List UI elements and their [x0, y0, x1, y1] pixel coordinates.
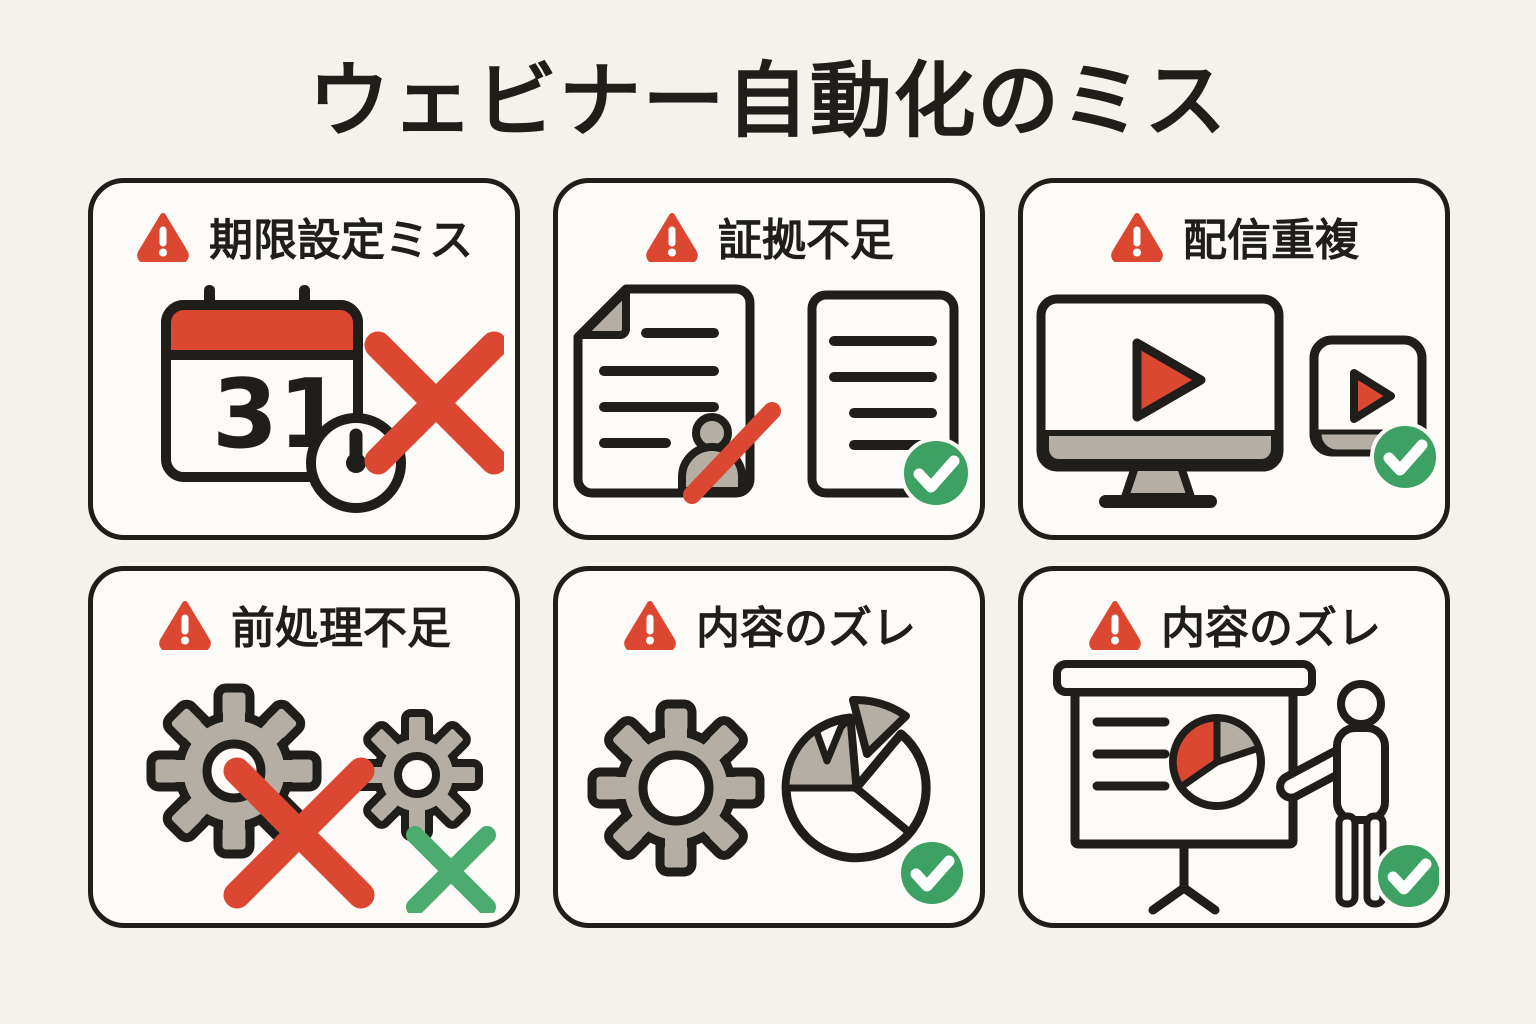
- gears-illustration: [146, 683, 496, 913]
- card-content-mismatch-presentation: 内容のズレ: [1018, 566, 1450, 928]
- gear-pie-illustration: [587, 695, 967, 908]
- monitor-play-icon: [1036, 294, 1284, 508]
- green-check-icon: [1370, 422, 1439, 492]
- card-header: 前処理不足: [157, 595, 451, 654]
- card-header: 証拠不足: [644, 207, 894, 266]
- documents-illustration: [573, 284, 972, 509]
- card-insufficient-preprocessing: 前処理不足: [88, 566, 520, 928]
- card-content-mismatch-analysis: 内容のズレ: [553, 566, 985, 928]
- pie-chart-icon: [781, 695, 931, 863]
- green-cross-icon: [406, 826, 496, 913]
- tripod-icon: [1148, 839, 1220, 915]
- warning-icon: [137, 213, 189, 262]
- card-header: 配信重複: [1109, 207, 1359, 266]
- card-title: 内容のズレ: [696, 603, 916, 654]
- card-illustration: [1023, 265, 1445, 535]
- warning-icon: [1089, 601, 1141, 650]
- card-header: 内容のズレ: [622, 595, 916, 654]
- red-slash-icon: [683, 401, 781, 504]
- presentation-illustration: [1053, 660, 1439, 915]
- play-icon: [1132, 338, 1206, 422]
- green-check-icon: [1374, 841, 1439, 911]
- card-deadline-mistake: 期限設定ミス 31: [88, 178, 520, 540]
- card-title: 前処理不足: [231, 603, 451, 654]
- card-header: 期限設定ミス: [135, 207, 473, 266]
- card-illustration: [1023, 653, 1445, 923]
- warning-icon: [624, 601, 676, 650]
- detached-slice-icon: [849, 695, 910, 758]
- screens-illustration: [1036, 294, 1439, 508]
- warning-icon: [159, 601, 211, 650]
- page-title: ウェビナー自動化のミス: [307, 54, 1229, 149]
- card-duplicated-broadcast: 配信重複: [1018, 178, 1450, 540]
- card-title: 証拠不足: [718, 215, 894, 266]
- card-title: 内容のズレ: [1161, 603, 1381, 654]
- card-title: 期限設定ミス: [209, 215, 473, 266]
- card-insufficient-evidence: 証拠不足: [553, 178, 985, 540]
- presentation-board-icon: [1053, 660, 1316, 915]
- document-person-icon: [573, 284, 781, 504]
- warning-icon: [1111, 213, 1163, 262]
- warning-icon: [646, 213, 698, 262]
- play-icon: [1350, 369, 1395, 423]
- red-cross-icon: [223, 757, 375, 909]
- green-check-icon: [900, 436, 972, 509]
- card-illustration: [93, 653, 515, 923]
- card-illustration: [558, 653, 980, 923]
- green-check-icon: [897, 838, 967, 908]
- cards-grid: 期限設定ミス 31: [88, 178, 1450, 928]
- gear-icon: [587, 699, 765, 877]
- calendar-clock-cross-illustration: 31: [161, 284, 504, 513]
- card-title: 配信重複: [1183, 215, 1359, 266]
- clock-icon: [306, 412, 406, 513]
- red-cross-icon: [364, 331, 504, 474]
- card-illustration: [558, 265, 980, 535]
- card-illustration: 31: [93, 265, 515, 535]
- pie-chart-icon: [1169, 714, 1265, 810]
- card-header: 内容のズレ: [1087, 595, 1381, 654]
